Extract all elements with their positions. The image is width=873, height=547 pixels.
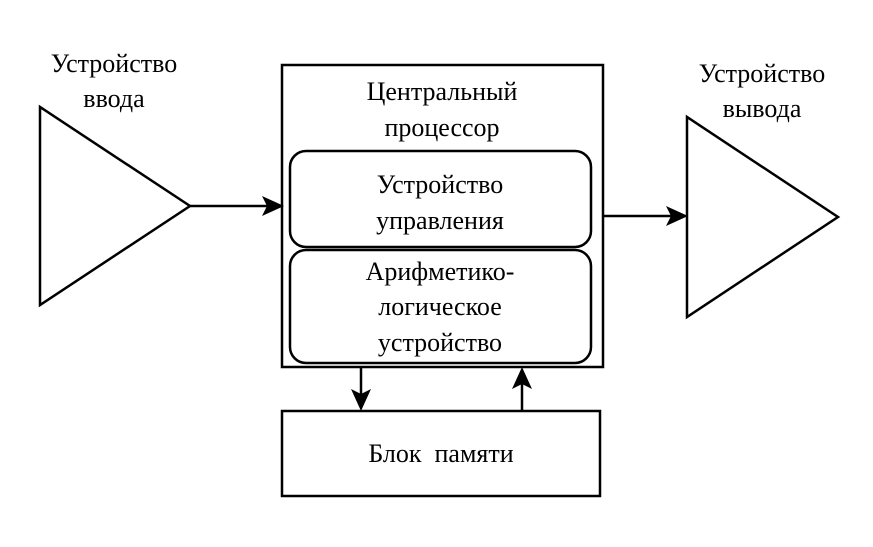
alu-label-line3: устройство bbox=[378, 328, 502, 357]
control-unit-label-line2: управления bbox=[376, 206, 504, 235]
cpu-node: Центральный процессор Устройство управле… bbox=[280, 63, 605, 369]
memory-node: Блок памяти bbox=[280, 409, 602, 498]
cpu-label-line2: процессор bbox=[384, 113, 499, 142]
control-unit-label-line1: Устройство bbox=[377, 170, 503, 199]
input-device-label-line2: ввода bbox=[83, 84, 145, 113]
control-unit-box bbox=[288, 149, 593, 249]
alu-label-line1: Арифметико- bbox=[366, 257, 515, 286]
input-device-triangle bbox=[38, 104, 193, 308]
cpu-label-line1: Центральный bbox=[367, 77, 518, 106]
edge-cpu-to-output bbox=[603, 206, 688, 226]
arrowhead-icon bbox=[351, 389, 371, 411]
arrowhead-icon bbox=[666, 206, 688, 226]
edge-cpu-to-memory bbox=[351, 367, 371, 411]
memory-box bbox=[280, 409, 602, 498]
arrowhead-icon bbox=[262, 196, 284, 216]
memory-label: Блок памяти bbox=[368, 439, 513, 468]
control-unit-node: Устройство управления bbox=[288, 149, 593, 249]
arrowhead-icon bbox=[512, 367, 532, 389]
edge-memory-to-cpu bbox=[512, 367, 532, 411]
alu-node: Арифметико- логическое устройство bbox=[288, 248, 593, 365]
output-device-node: Устройство вывода bbox=[685, 59, 841, 320]
output-device-label-line1: Устройство bbox=[699, 59, 825, 88]
alu-box bbox=[288, 248, 593, 365]
output-device-label-line2: вывода bbox=[723, 94, 802, 123]
alu-label-line2: логическое bbox=[378, 292, 502, 321]
input-device-node: Устройство ввода bbox=[38, 49, 193, 308]
input-device-label-line1: Устройство bbox=[51, 49, 177, 78]
output-device-triangle bbox=[685, 114, 841, 320]
edge-input-to-cpu bbox=[190, 196, 284, 216]
